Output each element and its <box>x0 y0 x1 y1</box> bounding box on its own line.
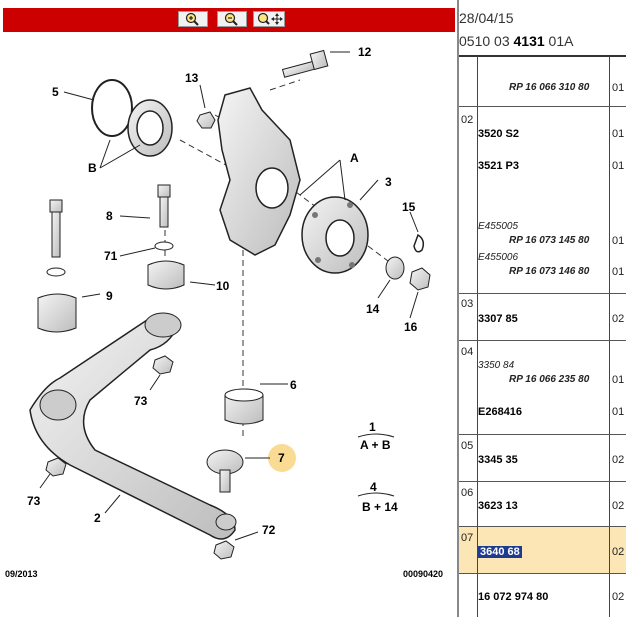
zoom-fit-button[interactable] <box>253 11 285 27</box>
callout-label: 9 <box>106 289 113 303</box>
zoom-out-icon <box>224 12 238 26</box>
parts-list-panel: 28/04/15 0510 03 4131 01A RP 16 066 310 … <box>459 0 626 617</box>
part-ref[interactable]: 3345 35 <box>478 454 518 466</box>
callout-label: 73 <box>27 494 41 508</box>
clamp-6 <box>224 388 264 425</box>
callout-label: 12 <box>358 45 372 59</box>
callout-label: 72 <box>262 523 276 537</box>
bolts-8 <box>49 184 171 258</box>
callout-label: 13 <box>185 71 199 85</box>
callout-label: 15 <box>402 200 416 214</box>
wheel-bearing <box>127 99 173 157</box>
part-ref[interactable]: 3623 13 <box>478 500 518 512</box>
rp-ref[interactable]: RP 16 073 145 80 <box>509 235 590 246</box>
callout-label: 4 <box>370 480 377 494</box>
part-ref[interactable]: E268416 <box>478 406 523 418</box>
hub-nut <box>409 267 431 291</box>
callout-label: 8 <box>106 209 113 223</box>
callout-label: 14 <box>366 302 380 316</box>
part-ref[interactable]: 3307 85 <box>478 313 518 325</box>
part-ref[interactable]: 16 072 974 80 <box>478 591 549 603</box>
zoom-fit-icon <box>257 12 283 25</box>
nut-13 <box>196 111 216 129</box>
rp-ref[interactable]: RP 16 073 146 80 <box>509 266 590 277</box>
callout-label: 2 <box>94 511 101 525</box>
callout-label: B + 14 <box>362 500 398 514</box>
zoom-in-icon <box>185 12 199 26</box>
zoom-toolbar <box>3 8 455 32</box>
callout-label: 73 <box>134 394 148 408</box>
header-code: 0510 03 4131 01A <box>459 33 574 49</box>
ball-joint <box>206 449 244 493</box>
selected-part-ref[interactable]: 3640 68 <box>478 546 522 558</box>
bush-9 <box>37 293 77 333</box>
suspension-drawing: 5 13 12A 3 B 8 71 10 15 9 14 16 6 73 1 A + B 7 4 B + 14 73 2… <box>5 45 443 579</box>
figure-code: 00090420 <box>403 569 443 579</box>
snap-ring <box>91 79 133 137</box>
clip-15 <box>413 233 425 253</box>
callout-label: A <box>350 151 359 165</box>
wheel-hub <box>301 196 369 274</box>
callout-label: 16 <box>404 320 418 334</box>
callout-label: 5 <box>52 85 59 99</box>
part-ref[interactable]: 3521 P3 <box>478 160 519 172</box>
steering-knuckle <box>217 87 301 256</box>
part-ref[interactable]: 3520 S2 <box>478 128 519 140</box>
callout-label: 7 <box>278 451 285 465</box>
rp-ref[interactable]: RP 16 066 310 80 <box>509 82 590 93</box>
header-date: 28/04/15 <box>459 10 514 26</box>
callout-label: 71 <box>104 249 118 263</box>
rp-ref[interactable]: RP 16 066 235 80 <box>509 374 590 385</box>
divider <box>457 0 459 617</box>
callout-label: 10 <box>216 279 230 293</box>
bolt-12 <box>281 49 329 78</box>
date-code: 09/2013 <box>5 569 38 579</box>
zoom-out-button[interactable] <box>217 11 247 27</box>
highlight-marker <box>268 444 296 472</box>
bush-10 <box>147 260 185 290</box>
callout-label: 1 <box>369 420 376 434</box>
control-arm <box>29 315 236 540</box>
callout-label: B <box>88 161 97 175</box>
callout-label: 3 <box>385 175 392 189</box>
callout-label: 6 <box>290 378 297 392</box>
zoom-in-button[interactable] <box>178 11 208 27</box>
callout-label: A + B <box>360 438 391 452</box>
